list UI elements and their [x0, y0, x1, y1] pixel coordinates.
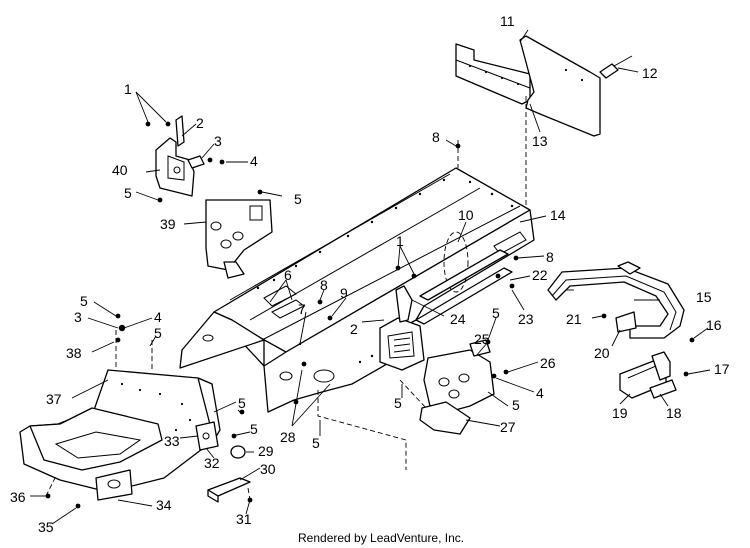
- callout-37: 37: [46, 391, 62, 407]
- callout-8: 8: [432, 129, 440, 145]
- callout-1: 1: [396, 233, 404, 249]
- callout-18: 18: [666, 405, 682, 421]
- callout-1: 1: [124, 81, 132, 97]
- floor-pan-37: [19, 369, 221, 501]
- callout-8: 8: [320, 277, 328, 293]
- angle-bracket-30: [207, 477, 251, 503]
- callout-39: 39: [160, 216, 176, 232]
- render-credit: Rendered by LeadVenture, Inc.: [298, 531, 464, 545]
- callout-30: 30: [260, 461, 276, 477]
- lever-rod-12: [599, 55, 633, 79]
- callout-22: 22: [532, 267, 548, 283]
- hitch-19: [619, 351, 677, 399]
- callout-32: 32: [204, 455, 220, 471]
- callout-31: 31: [236, 511, 252, 527]
- callout-27: 27: [500, 419, 516, 435]
- callout-21: 21: [566, 311, 582, 327]
- callout-4: 4: [250, 153, 258, 169]
- callout-19: 19: [612, 405, 628, 421]
- callout-8: 8: [546, 249, 554, 265]
- callout-4: 4: [154, 309, 162, 325]
- callout-26: 26: [540, 355, 556, 371]
- callout-36: 36: [10, 489, 26, 505]
- bracket-32: [195, 421, 219, 451]
- callout-5: 5: [80, 293, 88, 309]
- callout-17: 17: [714, 361, 730, 377]
- callout-5: 5: [250, 421, 258, 437]
- mount-plate-39: [205, 199, 273, 279]
- callout-5: 5: [154, 325, 162, 341]
- callout-16: 16: [706, 317, 722, 333]
- callout-13: 13: [532, 133, 548, 149]
- callout-6: 6: [284, 267, 292, 283]
- callout-3: 3: [74, 309, 82, 325]
- callout-5: 5: [492, 305, 500, 321]
- callout-34: 34: [156, 497, 172, 513]
- pedal-bracket-24: [379, 285, 425, 371]
- callout-3: 3: [214, 133, 222, 149]
- callout-35: 35: [38, 519, 54, 535]
- callout-labels: 1 2 3 4 40 5 5 39 11 12 13 8 14 10 8 22 …: [10, 13, 730, 535]
- callout-5: 5: [294, 191, 302, 207]
- callout-14: 14: [550, 207, 566, 223]
- callout-5: 5: [394, 395, 402, 411]
- callout-15: 15: [696, 289, 712, 305]
- callout-38: 38: [66, 345, 82, 361]
- bumper-15: [547, 261, 685, 339]
- mount-plate-27: [419, 339, 495, 435]
- callout-23: 23: [518, 311, 534, 327]
- callout-28: 28: [280, 429, 296, 445]
- callout-5: 5: [238, 395, 246, 411]
- callout-2: 2: [350, 321, 358, 337]
- callout-40: 40: [112, 162, 128, 178]
- callout-25: 25: [474, 331, 490, 347]
- callout-7: 7: [298, 301, 306, 317]
- callout-5: 5: [312, 435, 320, 451]
- callout-33: 33: [164, 433, 180, 449]
- bracket-20: [615, 311, 637, 333]
- bracket-assembly-40: [155, 115, 205, 197]
- callout-9: 9: [340, 285, 348, 301]
- callout-12: 12: [642, 65, 658, 81]
- callout-2: 2: [196, 115, 204, 131]
- callout-20: 20: [594, 345, 610, 361]
- callout-5: 5: [124, 185, 132, 201]
- callout-29: 29: [258, 443, 274, 459]
- bushing-29: [230, 445, 246, 459]
- callout-5: 5: [512, 397, 520, 413]
- callout-11: 11: [500, 13, 515, 29]
- callout-4: 4: [536, 385, 544, 401]
- leader-lines: [30, 29, 711, 525]
- rear-plate: [455, 35, 601, 137]
- callout-24: 24: [450, 311, 466, 327]
- callout-10: 10: [458, 207, 474, 223]
